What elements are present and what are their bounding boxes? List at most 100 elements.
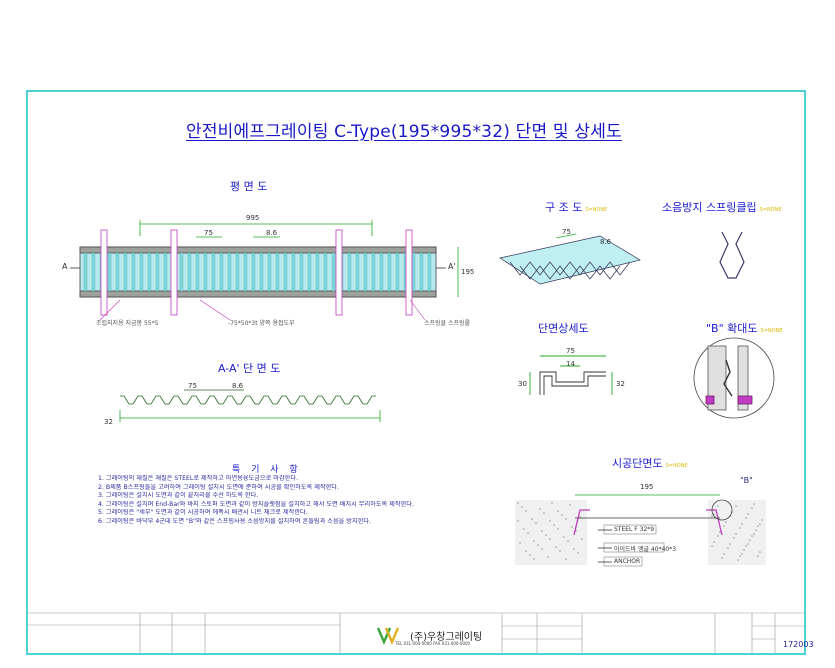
grating-bar — [235, 252, 240, 292]
concrete-texture-dot — [761, 519, 763, 521]
concrete-texture-dot — [543, 512, 545, 514]
grating-bar — [379, 252, 384, 292]
concrete-texture-dot — [569, 504, 571, 506]
notes-title: 특 기 사 항 — [232, 465, 302, 475]
concrete-texture-dot — [549, 520, 551, 522]
concrete-texture-dot — [523, 528, 525, 530]
aa-dim-height: 32 — [104, 418, 113, 426]
install-mark-b: "B" — [740, 476, 753, 485]
concrete-texture-dot — [555, 546, 557, 548]
grating-bar — [283, 252, 288, 292]
grating-bar — [307, 252, 312, 292]
grating-bar — [251, 252, 256, 292]
concrete-texture-dot — [539, 508, 541, 510]
concrete-texture-dot — [517, 502, 519, 504]
concrete-texture-dot — [759, 523, 761, 525]
grating-bar — [163, 252, 168, 292]
plan-dim-gap: 8.6 — [266, 229, 278, 237]
aa-dim-pitch: 75 — [188, 382, 197, 390]
structure-view-title: 구 조 도 — [545, 201, 583, 214]
concrete-texture-dot — [719, 531, 721, 533]
structure-scale: S=NONE — [585, 207, 608, 213]
concrete-texture-dot — [713, 541, 715, 543]
grating-bar — [363, 252, 368, 292]
concrete-texture-dot — [547, 556, 549, 558]
grating-bar — [411, 252, 416, 292]
concrete-texture-dot — [743, 549, 745, 551]
b-detail-title: "B" 확대도 — [706, 322, 758, 335]
concrete-texture-dot — [553, 524, 555, 526]
grating-bar — [179, 252, 184, 292]
grating-bar — [131, 252, 136, 292]
concrete-texture-dot — [757, 525, 759, 527]
concrete-texture-dot — [739, 555, 741, 557]
concrete-texture-dot — [727, 547, 729, 549]
concrete-texture-dot — [563, 536, 565, 538]
aa-section-label: A-A' 단 면 도 — [218, 362, 281, 375]
grating-bar — [123, 252, 128, 292]
install-label-anchor: ANCHOR — [614, 558, 641, 565]
concrete-texture-dot — [559, 550, 561, 552]
concrete-texture-dot — [717, 535, 719, 537]
structure-view — [499, 233, 641, 285]
grating-bar — [83, 252, 88, 292]
section-dim-height: 32 — [616, 380, 625, 388]
install-label-steel: STEEL F 32*9 — [614, 526, 655, 533]
concrete-texture-dot — [567, 540, 569, 542]
concrete-texture-dot — [737, 559, 739, 561]
grating-bar — [387, 252, 392, 292]
plan-callout-left: 조립지지용 지금봉 55*5 — [96, 320, 159, 327]
concrete-texture-dot — [573, 548, 575, 550]
concrete-texture-dot — [557, 528, 559, 530]
concrete-texture-dot — [717, 505, 719, 507]
drawing-frame — [26, 90, 806, 655]
concrete-texture-dot — [561, 514, 563, 516]
grating-bar — [315, 252, 320, 292]
company-name: (주)우창그레이팅 — [410, 632, 483, 643]
grating-bar — [195, 252, 200, 292]
drawing-title: 안전비에프그레이팅 C-Type(195*995*32) 단면 및 상세도 — [186, 122, 622, 142]
concrete-texture-dot — [565, 518, 567, 520]
concrete-texture-dot — [747, 543, 749, 545]
section-detail-label: 단면상세도 — [538, 322, 589, 335]
concrete-texture-dot — [735, 533, 737, 535]
concrete-texture-dot — [517, 520, 519, 522]
concrete-texture-dot — [711, 545, 713, 547]
grating-bar — [275, 252, 280, 292]
grating-bar — [291, 252, 296, 292]
structure-dim-gap: 8.6 — [600, 238, 612, 246]
concrete-texture-dot — [557, 510, 559, 512]
install-section-title: 시공단면도 — [612, 457, 663, 470]
concrete-texture-dot — [565, 558, 567, 560]
section-dim-side: 30 — [518, 380, 527, 388]
concrete-texture-dot — [529, 554, 531, 556]
grating-bar — [243, 252, 248, 292]
concrete-texture-dot — [735, 505, 737, 507]
grating-bar — [219, 252, 224, 292]
concrete-texture-dot — [545, 534, 547, 536]
concrete-texture-dot — [733, 537, 735, 539]
grating-bar — [323, 252, 328, 292]
concrete-texture-dot — [751, 535, 753, 537]
concrete-texture-dot — [527, 532, 529, 534]
grating-bar — [371, 252, 376, 292]
concrete-texture-dot — [747, 513, 749, 515]
concrete-texture-dot — [725, 521, 727, 523]
grating-bar — [427, 252, 432, 292]
concrete-texture-dot — [741, 553, 743, 555]
concrete-texture-dot — [541, 530, 543, 532]
section-dim-width: 75 — [566, 347, 575, 355]
concrete-texture-dot — [739, 527, 741, 529]
grating-bar — [347, 252, 352, 292]
concrete-texture-dot — [723, 525, 725, 527]
grating-bar — [107, 252, 112, 292]
company-contact: TEL 031-000-0000 FAX 031-000-0000 — [395, 641, 471, 646]
concrete-texture-dot — [729, 543, 731, 545]
grating-bar — [155, 252, 160, 292]
concrete-texture-dot — [741, 523, 743, 525]
plan-callout-right: 스프링클 스프링롤 — [424, 320, 471, 327]
